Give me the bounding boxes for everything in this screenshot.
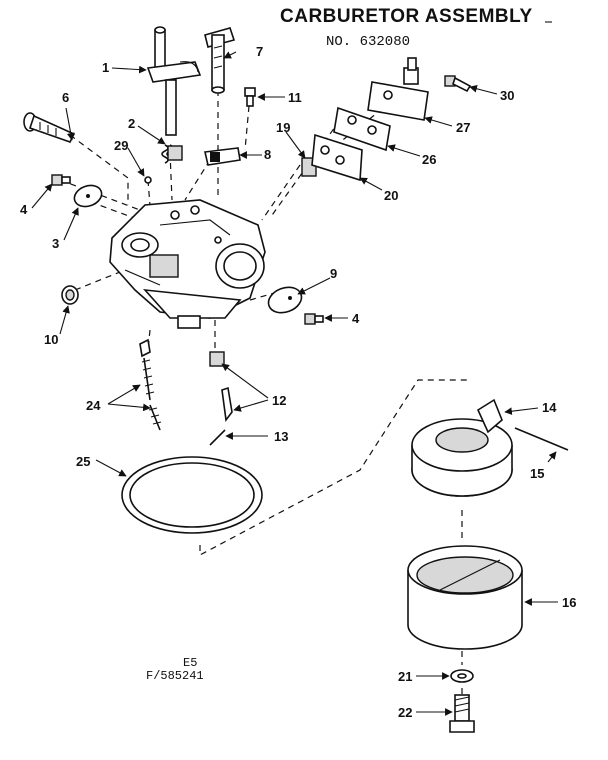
- callout-9: 9: [330, 266, 337, 281]
- float-14-part: [411, 398, 513, 497]
- callout-12: 12: [272, 393, 286, 408]
- washer-21-part: [450, 669, 474, 683]
- callout-3: 3: [52, 236, 59, 251]
- callout-25: 25: [76, 454, 90, 469]
- screw-11-part: [244, 87, 256, 107]
- clip-13-part: [209, 429, 226, 446]
- diagram-title: CARBURETOR ASSEMBLY: [280, 6, 533, 27]
- callout-14: 14: [542, 400, 557, 415]
- callout-6: 6: [62, 90, 69, 105]
- callout-4-right: 4: [352, 311, 360, 326]
- carburetor-body: [109, 199, 266, 329]
- choke-plate-9-part: [267, 286, 303, 314]
- clip-8-part: [204, 147, 241, 166]
- pump-cover-27-part: [367, 57, 429, 121]
- footer-code-e5: E5: [183, 656, 198, 670]
- footer-code-figure: F/585241: [146, 669, 204, 683]
- choke-shaft-part: [204, 27, 236, 94]
- throttle-plate-3-part: [73, 184, 103, 208]
- callout-10: 10: [44, 332, 58, 347]
- callout-27: 27: [456, 120, 470, 135]
- callout-7: 7: [256, 44, 263, 59]
- callout-2: 2: [128, 116, 135, 131]
- plug-10-part: [61, 285, 79, 305]
- adjusting-screws-24-part: [139, 338, 162, 431]
- throttle-shaft-part: [146, 26, 202, 136]
- bowl-gasket-25-part: [121, 456, 263, 534]
- callout-30: 30: [500, 88, 514, 103]
- callout-11: 11: [288, 90, 302, 105]
- callout-26: 26: [422, 152, 436, 167]
- bolt-22-part: [449, 694, 475, 733]
- callout-15: 15: [530, 466, 544, 481]
- callout-1: 1: [102, 60, 109, 75]
- gasket-26-part: [333, 106, 391, 152]
- spring-2-part: [161, 144, 183, 164]
- diaphragm-20-part: [311, 133, 363, 182]
- float-pin-15-part: [514, 427, 569, 451]
- callout-arrows: [31, 51, 558, 716]
- inlet-needle-12-part: [209, 351, 233, 423]
- callout-22: 22: [398, 705, 412, 720]
- callout-21: 21: [398, 669, 412, 684]
- callout-19: 19: [276, 120, 290, 135]
- callout-29: 29: [114, 138, 128, 153]
- callout-labels: 1 7 11 2 6 29 8 19 30 27 26 20 4 3 10 9 …: [20, 44, 576, 720]
- screw-4-right-part: [304, 313, 324, 325]
- needle-screw-6-part: [23, 112, 76, 143]
- callout-16: 16: [562, 595, 576, 610]
- screw-30-part: [444, 75, 472, 93]
- screw-4-left-part: [51, 174, 71, 186]
- callout-4-left: 4: [20, 202, 28, 217]
- callout-8: 8: [264, 147, 271, 162]
- callout-24: 24: [86, 398, 101, 413]
- model-number: NO. 632080: [326, 34, 411, 50]
- float-bowl-16-part: [407, 545, 523, 650]
- callout-20: 20: [384, 188, 398, 203]
- callout-13: 13: [274, 429, 288, 444]
- ball-29-part: [144, 176, 152, 184]
